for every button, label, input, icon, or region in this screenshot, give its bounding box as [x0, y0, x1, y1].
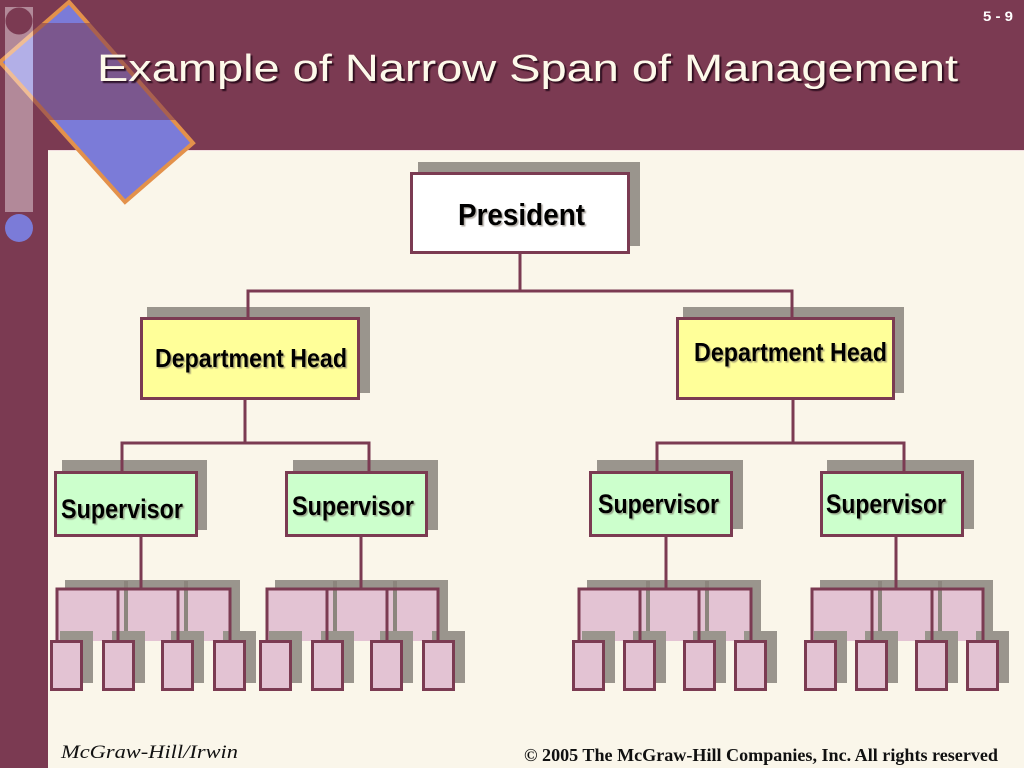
- decorative-circle-top-icon: [5, 7, 33, 35]
- connectors: [120, 254, 906, 589]
- supervisors-connector: [120, 441, 371, 471]
- employee-box: [422, 640, 455, 691]
- employee-group: [572, 580, 777, 691]
- employee-connector: [265, 587, 440, 641]
- supervisor-box: [285, 471, 428, 537]
- supervisor-box: [54, 471, 198, 537]
- employee-box: [161, 640, 194, 691]
- employee-connector: [55, 587, 232, 641]
- footer: McGraw-Hill/Irwin © 2005 The McGraw-Hill…: [60, 742, 998, 765]
- employee-box: [213, 640, 246, 691]
- employee-box: [734, 640, 767, 691]
- employee-box: [855, 640, 888, 691]
- president-label: President: [458, 197, 585, 232]
- department-head-node: Department Head: [140, 317, 360, 400]
- department-head-node: Department Head: [676, 317, 895, 400]
- supervisor-box: [589, 471, 733, 537]
- title-band-overlay: [33, 23, 1024, 120]
- decorative-circle-bottom-icon: [5, 214, 33, 242]
- president-box: [410, 172, 630, 254]
- department-head-label: Department Head: [155, 343, 347, 373]
- department-head-box: [676, 317, 895, 400]
- employee-box: [572, 640, 605, 691]
- employee-box: [623, 640, 656, 691]
- employee-group: [50, 580, 256, 691]
- supervisors-connector: [655, 441, 906, 471]
- supervisor-node: Supervisor: [589, 471, 733, 537]
- decorative-bar: [5, 7, 33, 212]
- employee-box: [966, 640, 999, 691]
- employee-box: [915, 640, 948, 691]
- employee-box: [50, 640, 83, 691]
- employee-box: [804, 640, 837, 691]
- department-head-label: Department Head: [694, 337, 887, 367]
- supervisor-label: Supervisor: [292, 491, 414, 521]
- supervisor-node: Supervisor: [285, 471, 428, 537]
- supervisor-box: [820, 471, 964, 537]
- supervisor-label: Supervisor: [826, 489, 946, 519]
- president-node: President: [410, 172, 630, 254]
- employee-box: [102, 640, 135, 691]
- supervisor-node: Supervisor: [54, 471, 198, 537]
- org-chart: President Department Head Department Hea…: [50, 162, 1009, 691]
- slide-number: 5 - 9: [983, 8, 1013, 24]
- department-head-box: [140, 317, 360, 400]
- publisher-label: McGraw-Hill/Irwin: [60, 742, 238, 763]
- supervisor-node: Supervisor: [820, 471, 964, 537]
- copyright-notice: © 2005 The McGraw-Hill Companies, Inc. A…: [524, 745, 998, 765]
- employee-box: [311, 640, 344, 691]
- employee-box: [370, 640, 403, 691]
- employee-group: [804, 580, 1009, 691]
- employee-box: [259, 640, 292, 691]
- supervisor-label: Supervisor: [598, 489, 719, 519]
- slide-title: Example of Narrow Span of Management: [97, 48, 959, 90]
- employee-box: [683, 640, 716, 691]
- department-heads-connector: [246, 289, 794, 317]
- supervisor-label: Supervisor: [61, 494, 183, 524]
